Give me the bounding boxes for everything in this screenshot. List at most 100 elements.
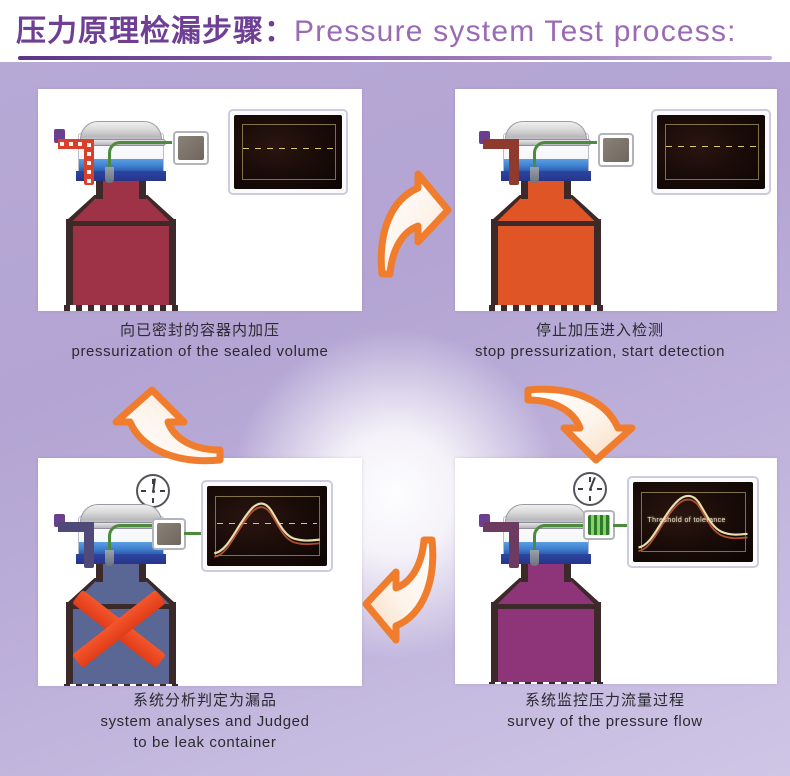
arrow-down-icon [520,380,640,468]
screen-curve-3 [213,502,320,558]
arrow-right-icon [372,170,454,282]
inlet-port-4 [479,514,490,527]
sense-probe-2 [530,167,539,183]
chamber-water-2 [504,159,588,172]
sensor-box-3[interactable] [152,518,186,550]
flow-dots-h-1 [60,142,86,146]
caption-step-3-english-line2: to be leak container [133,734,277,751]
step-panel-3[interactable] [38,458,362,686]
sense-tube-2 [533,141,563,173]
chamber-collar-2 [501,171,591,181]
sense-line-1 [136,141,172,144]
monitor-screen-4: Threshold of tolerance [633,482,753,562]
bottle-body-1 [66,219,176,311]
sensor-face-2 [603,138,629,162]
sense-tube-3 [108,524,138,556]
screen-graticule-2 [664,123,759,181]
screen-graticule-4 [641,491,746,553]
bottle-body-4 [491,602,601,684]
inlet-port-2 [479,131,490,144]
arrow-up-icon [108,384,228,470]
chamber-water-3 [79,542,163,555]
sensor-face-4 [588,515,610,535]
screen-threshold-label-4: Threshold of tolerance [647,517,726,525]
caption-step-1-chinese: 向已密封的容器内加压 [119,321,280,339]
illustration-step-2 [455,89,777,311]
monitor-display-4[interactable]: Threshold of tolerance [627,476,759,568]
sensor-box-1[interactable] [173,131,209,165]
illustration-step-1 [38,89,362,311]
caption-step-2-english: stop pressurization, start detection [474,343,726,360]
caption-step-3-chinese: 系统分析判定为漏品 [132,691,277,709]
inlet-pipe-v-3 [84,522,94,568]
step-panel-1[interactable] [38,89,362,311]
bottle-base-dots-3 [64,684,178,686]
monitor-display-2[interactable] [651,109,771,195]
inlet-pipe-h-4 [483,522,519,532]
arrow-left-icon [358,532,442,644]
bottle-base-dots-1 [64,305,178,311]
sense-line-2 [561,141,597,144]
sense-tube-4 [533,524,563,556]
flow-dots-v-1 [87,143,91,183]
inlet-pipe-h-2 [483,139,519,149]
caption-step-4-chinese: 系统监控压力流量过程 [524,691,685,709]
bottle-base-dots-4 [489,682,603,684]
page-title-chinese: 压力原理检漏步骤 [16,14,264,49]
caption-step-4-english: survey of the pressure flow [507,713,703,730]
inlet-pipe-h-3 [58,522,94,532]
step-panel-4[interactable]: Threshold of tolerance [455,458,777,684]
caption-step-4: 系统监控压力流量过程 survey of the pressure flow [430,690,780,732]
illustration-step-4: Threshold of tolerance [455,458,777,684]
screen-graticule-3 [215,495,320,557]
caption-step-3: 系统分析判定为漏品 system analyses and Judged to … [20,690,390,753]
screen-curve-4 [638,494,748,552]
sense-probe-1 [105,167,114,183]
bottle-rig-4 [477,502,667,684]
sense-line-4 [561,524,599,527]
sensor-box-2[interactable] [598,133,634,167]
chamber-water-1 [79,159,163,172]
screen-baseline-1 [242,147,334,149]
bottle-rig-1 [52,119,242,311]
inlet-pipe-v-4 [509,522,519,568]
inlet-pipe-v-2 [509,139,519,185]
chamber-collar-1 [76,171,166,181]
chamber-collar-3 [76,554,166,564]
sensor-face-3 [157,523,181,545]
monitor-display-3[interactable] [201,480,333,572]
monitor-screen-3 [207,486,327,566]
sense-probe-4 [530,550,539,566]
bottle-body-2 [491,219,601,311]
caption-step-1: 向已密封的容器内加压 pressurization of the sealed … [10,320,390,362]
monitor-display-1[interactable] [228,109,348,195]
pressure-gauge-icon-3 [136,474,170,508]
chamber-water-4 [504,542,588,555]
process-board: Threshold of tolerance [0,62,790,776]
monitor-screen-1 [234,115,342,189]
step-panel-2[interactable] [455,89,777,311]
caption-step-2: 停止加压进入检测 stop pressurization, start dete… [420,320,780,362]
sensor-face-1 [178,136,204,160]
sensor-to-monitor-line-3 [184,532,204,535]
page-title-separator: ： [264,15,294,48]
caption-step-2-chinese: 停止加压进入检测 [535,321,664,339]
bottle-rig-2 [477,119,667,311]
sense-tube-1 [108,141,138,173]
screen-baseline-2 [665,146,757,148]
inlet-port-1 [54,129,65,143]
screen-graticule-1 [241,123,336,181]
page-title: 压力原理检漏步骤：Pressure system Test process: [16,14,737,50]
bottle-base-dots-2 [489,305,603,311]
leak-reject-x-icon [66,589,172,669]
illustration-step-3 [38,458,362,686]
sensor-to-monitor-line-4 [613,524,631,527]
pressure-gauge-icon-4 [573,472,607,506]
monitor-screen-2 [657,115,765,189]
page-title-english: Pressure system Test process: [294,15,737,48]
header: 压力原理检漏步骤：Pressure system Test process: [0,0,790,62]
caption-step-3-english-line1: system analyses and Judged [100,713,310,730]
screen-threshold-line-3 [216,522,318,524]
sensor-box-4[interactable] [583,510,615,540]
